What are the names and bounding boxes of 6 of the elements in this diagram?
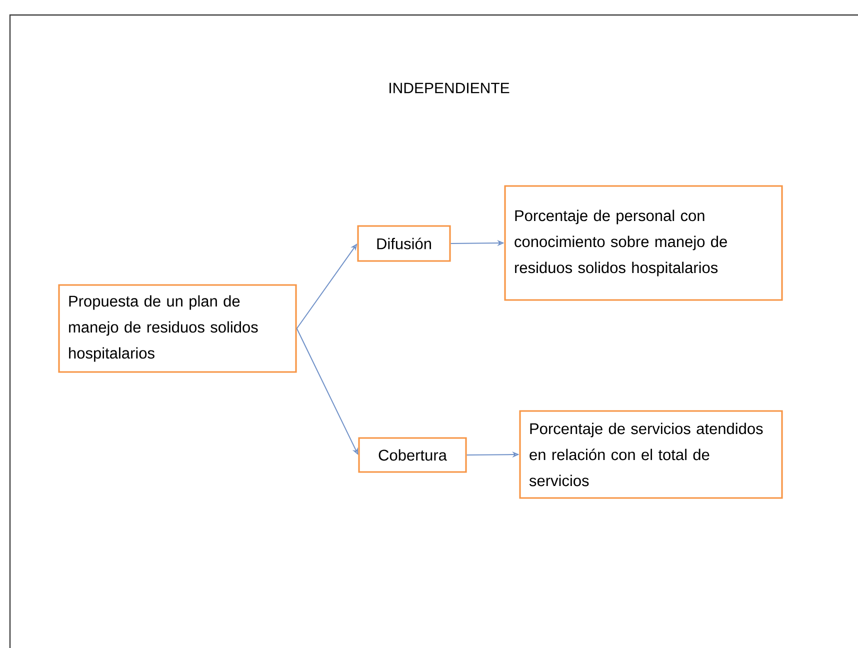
text-box: Cobertura [358, 437, 467, 473]
text-box: Porcentaje de servicios atendidos en relación con el total de servicios [519, 410, 783, 499]
text-box: Difusión [357, 225, 451, 262]
title: INDEPENDIENTE [390, 82, 510, 94]
text-box: Porcentaje de personal con conocimiento sobre manejo de residuos solidos hospitalarios [504, 185, 783, 301]
text-box: Propuesta de un plan de manejo de residuos solidos hospitalarios [58, 284, 297, 373]
